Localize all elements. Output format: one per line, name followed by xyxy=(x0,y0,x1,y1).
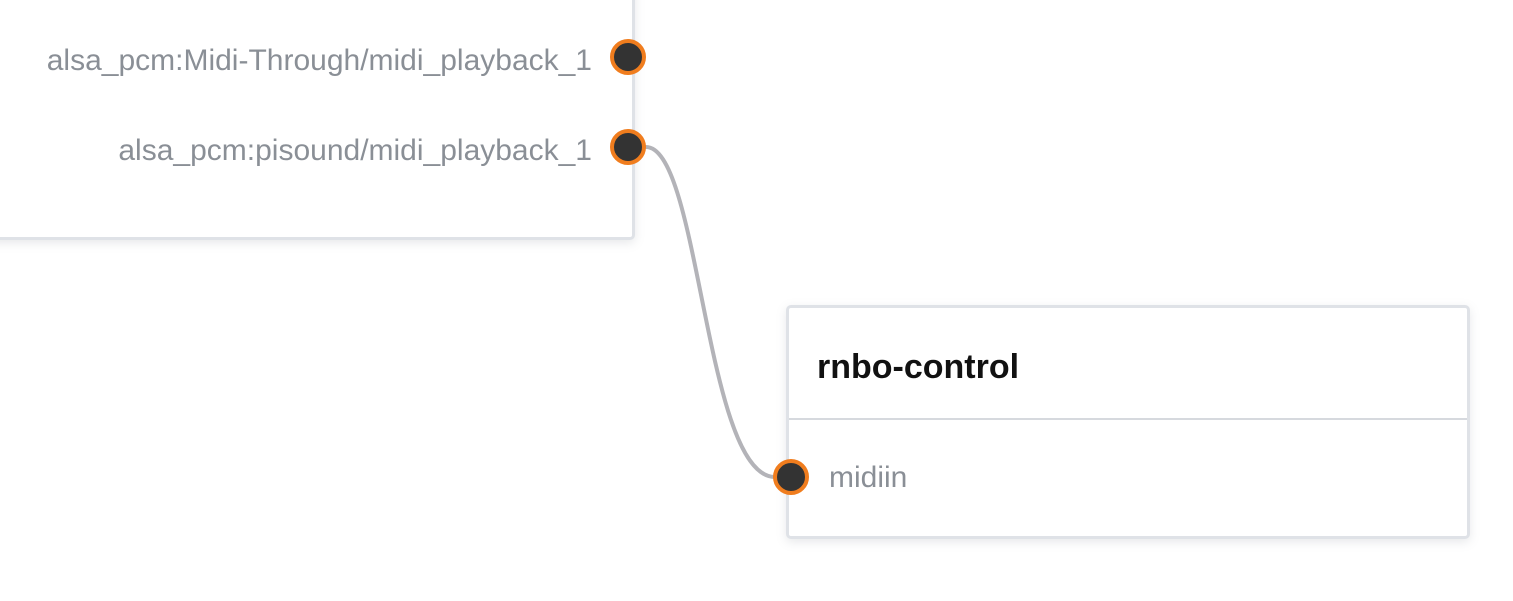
midiin-input-port[interactable] xyxy=(773,459,809,495)
node-title: rnbo-control xyxy=(817,348,1020,386)
connection-cable[interactable] xyxy=(644,145,777,479)
port-label-pisound: alsa_pcm:pisound/midi_playback_1 xyxy=(118,134,592,167)
pisound-output-port[interactable] xyxy=(610,129,646,165)
source-node[interactable]: alsa_pcm:Midi-Through/midi_playback_1 al… xyxy=(0,0,635,240)
port-label-midiin: midiin xyxy=(829,461,908,494)
rnbo-control-node[interactable]: rnbo-control midiin xyxy=(786,305,1470,539)
midi-through-output-port[interactable] xyxy=(610,39,646,75)
port-label-midi-through: alsa_pcm:Midi-Through/midi_playback_1 xyxy=(46,44,592,77)
node-divider xyxy=(789,418,1467,420)
